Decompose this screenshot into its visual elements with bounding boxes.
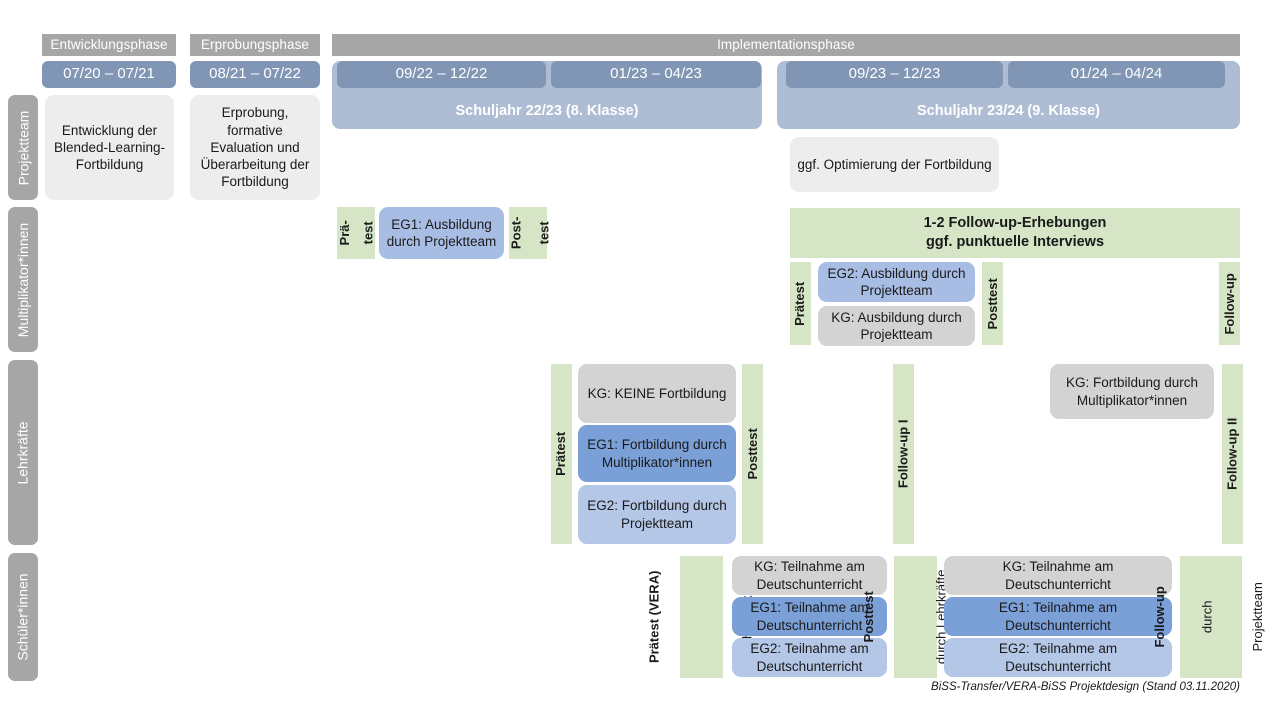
green-strip-praetest-multiplikatoren-2: Prätest xyxy=(790,262,811,345)
praetest-line-1: Prä- xyxy=(336,220,352,246)
box-erprobung-evaluation: Erprobung, formative Evaluation und Über… xyxy=(190,95,320,200)
box-label: Entwicklung der Blended-Learning-Fortbil… xyxy=(53,122,166,173)
box-label: ggf. Optimierung der Fortbildung xyxy=(797,156,992,172)
role-label-schuelerinnen: Schüler*innen xyxy=(8,553,38,681)
box-optimierung-fortbildung: ggf. Optimierung der Fortbildung xyxy=(790,137,999,192)
box-label: KG: Teilnahme am Deutschunterricht xyxy=(754,559,865,592)
box-label: EG1: Teilnahme am Deutschunterricht xyxy=(998,600,1118,633)
posttest-main: Posttest xyxy=(860,591,876,643)
box-label: EG1: Ausbildung durch Projektteam xyxy=(386,216,497,249)
box-label: KG: Ausbildung durch Projektteam xyxy=(831,309,962,342)
box-kg-fortbildung-multiplikatorinnen: KG: Fortbildung durch Multiplikator*inne… xyxy=(1050,364,1214,419)
green-strip-praetest-vera-schueler: Prätest (VERA) durch Lehrkräfte xyxy=(646,556,755,678)
box-label: KG: Fortbildung durch Multiplikator*inne… xyxy=(1065,375,1199,408)
role-label-projektteam: Projektteam xyxy=(8,95,38,200)
box-eg2-fortbildung-projektteam: EG2: Fortbildung durch Projektteam xyxy=(578,485,736,544)
period-chip-0821-0722: 08/21 – 07/22 xyxy=(190,61,320,88)
followup-main: Follow-up xyxy=(1152,586,1168,648)
phase-bar-implementationsphase: Implementationsphase xyxy=(332,34,1240,56)
box-label: KG: Teilnahme am Deutschunterricht xyxy=(1002,559,1114,592)
phase-bar-label: Entwicklungsphase xyxy=(50,36,168,52)
green-strip-posttest-multiplikatoren: Post- test xyxy=(509,207,551,259)
box-label: EG1: Teilnahme am Deutschunterricht xyxy=(750,600,869,633)
praetest-line-2: test xyxy=(360,221,376,245)
role-label-text: Lehrkräfte xyxy=(15,420,32,485)
box-eg1-fortbildung-multiplikatorinnen: EG1: Fortbildung durch Multiplikator*inn… xyxy=(578,425,736,482)
posttest-line-2: test xyxy=(536,221,552,245)
box-eg1-ausbildung-projektteam: EG1: Ausbildung durch Projektteam xyxy=(379,207,504,259)
box-entwicklung-blended-learning: Entwicklung der Blended-Learning-Fortbil… xyxy=(45,95,174,200)
role-label-lehrkraefte: Lehrkräfte xyxy=(8,360,38,545)
box-kg-teilnahme-deutschunterricht-right: KG: Teilnahme am Deutschunterricht xyxy=(944,556,1172,595)
followup-banner-line-1: 1-2 Follow-up-Erhebungen xyxy=(923,214,1107,231)
period-label: 09/23 – 12/23 xyxy=(848,65,941,83)
box-eg1-teilnahme-deutschunterricht-left: EG1: Teilnahme am Deutschunterricht xyxy=(732,597,887,636)
green-banner-followup-erhebungen: 1-2 Follow-up-Erhebungen ggf. punktuelle… xyxy=(790,208,1240,258)
box-eg2-teilnahme-deutschunterricht-right: EG2: Teilnahme am Deutschunterricht xyxy=(944,638,1172,677)
box-eg2-ausbildung-projektteam: EG2: Ausbildung durch Projektteam xyxy=(818,262,975,302)
green-strip-followup-multiplikatoren: Follow-up xyxy=(1219,262,1240,345)
period-chip-0922-1222: 09/22 – 12/22 xyxy=(337,61,546,88)
role-label-multiplikatorinnen: Multiplikator*innen xyxy=(8,207,38,352)
box-eg2-teilnahme-deutschunterricht-left: EG2: Teilnahme am Deutschunterricht xyxy=(732,638,887,677)
box-label: EG2: Teilnahme am Deutschunterricht xyxy=(998,641,1118,674)
school-year-label: Schuljahr 22/23 (8. Klasse) xyxy=(455,103,639,120)
school-year-label: Schuljahr 23/24 (9. Klasse) xyxy=(917,103,1100,120)
phase-bar-entwicklungsphase: Entwicklungsphase xyxy=(42,34,176,56)
phase-bar-label: Erprobungsphase xyxy=(200,36,310,52)
followup-banner-line-2: ggf. punktuelle Interviews xyxy=(925,234,1105,250)
green-strip-followup-2-lehrkraefte: Follow-up II xyxy=(1222,364,1243,544)
period-label: 01/23 – 04/23 xyxy=(610,65,702,83)
box-label: EG1: Fortbildung durch Multiplikator*inn… xyxy=(587,437,727,470)
box-label: KG: KEINE Fortbildung xyxy=(587,385,727,401)
period-label: 07/20 – 07/21 xyxy=(63,65,155,83)
phase-bar-erprobungsphase: Erprobungsphase xyxy=(190,34,320,56)
period-chip-0923-1223: 09/23 – 12/23 xyxy=(786,61,1003,88)
green-strip-followup-schueler: Follow-up durch Projektteam xyxy=(1152,556,1265,678)
box-eg1-teilnahme-deutschunterricht-right: EG1: Teilnahme am Deutschunterricht xyxy=(944,597,1172,636)
box-kg-keine-fortbildung: KG: KEINE Fortbildung xyxy=(578,364,736,423)
green-strip-posttest-multiplikatoren-2: Posttest xyxy=(982,262,1003,345)
followup-sub-durch: durch xyxy=(1199,600,1215,634)
period-chip-0124-0424: 01/24 – 04/24 xyxy=(1008,61,1225,88)
role-label-text: Schüler*innen xyxy=(15,573,32,661)
period-label: 08/21 – 07/22 xyxy=(209,65,301,83)
role-label-text: Projektteam xyxy=(15,110,32,185)
period-label: 09/22 – 12/22 xyxy=(395,65,488,83)
box-kg-teilnahme-deutschunterricht-left: KG: Teilnahme am Deutschunterricht xyxy=(732,556,887,595)
footer-source-note: BiSS-Transfer/VERA-BiSS Projektdesign (S… xyxy=(760,681,1240,697)
green-strip-praetest-lehrkraefte: Prätest xyxy=(551,364,572,544)
box-label: Erprobung, formative Evaluation und Über… xyxy=(200,105,310,190)
period-chip-0720-0721: 07/20 – 07/21 xyxy=(42,61,176,88)
praetest-vera-main: Prätest (VERA) xyxy=(646,570,662,664)
phase-bar-label: Implementationsphase xyxy=(717,36,855,52)
period-label: 01/24 – 04/24 xyxy=(1070,65,1163,83)
followup-sub-projektteam: Projektteam xyxy=(1250,582,1266,652)
period-chip-0123-0423: 01/23 – 04/23 xyxy=(551,61,761,88)
green-strip-posttest-schueler: Posttest durch Lehrkräfte xyxy=(860,556,948,678)
posttest-line-1: Post- xyxy=(508,216,524,250)
role-label-text: Multiplikator*innen xyxy=(15,222,31,337)
green-strip-praetest-multiplikatoren: Prä- test xyxy=(337,207,376,259)
footer-note-text: BiSS-Transfer/VERA-BiSS Projektdesign (S… xyxy=(931,681,1240,693)
box-kg-ausbildung-projektteam: KG: Ausbildung durch Projektteam xyxy=(818,306,975,346)
box-label: EG2: Fortbildung durch Projektteam xyxy=(587,498,727,531)
box-label: EG2: Teilnahme am Deutschunterricht xyxy=(750,641,869,674)
green-strip-followup-1-lehrkraefte: Follow-up I xyxy=(893,364,914,544)
green-strip-posttest-lehrkraefte: Posttest xyxy=(742,364,763,544)
box-label: EG2: Ausbildung durch Projektteam xyxy=(827,265,966,298)
